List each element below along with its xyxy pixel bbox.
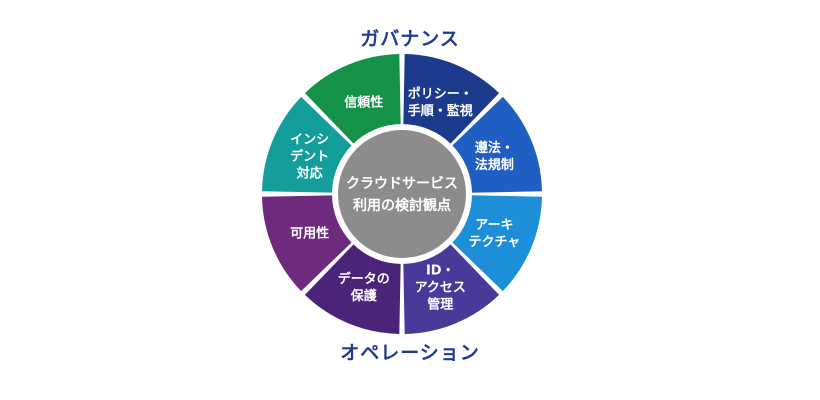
segment-label-trust: 信頼性 [344,95,383,111]
segment-label-architecture: アーキテクチャ [468,218,520,250]
governance-label: ガバナンス [360,28,460,50]
center-circle [338,130,466,258]
segment-label-availability: 可用性 [290,225,329,241]
segment-label-policy: ポリシー・手順・監視 [408,86,473,119]
segment-label-incident: インシデント対応 [290,133,329,182]
segment-label-data-protect: データの保護 [338,271,390,304]
operation-label: オペレーション [340,342,480,364]
center-label: クラウドサービス利用の検討観点 [346,176,458,214]
segment-label-id-access: ID・アクセス管理 [415,263,466,312]
segment-label-compliance: 遵法・法規制 [475,140,514,173]
